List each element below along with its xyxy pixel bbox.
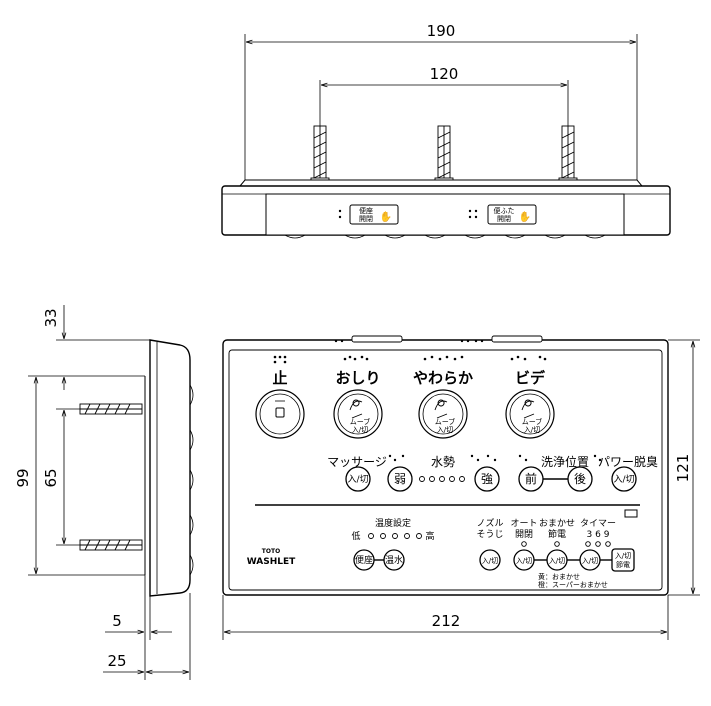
omakase-label-1: おまかせ bbox=[539, 518, 575, 529]
yawaraka-icon bbox=[434, 399, 448, 419]
pressure-label: 水勢 bbox=[431, 454, 455, 469]
auto-label-1: オート bbox=[510, 518, 537, 529]
power-deodorize-label: パワー脱臭 bbox=[598, 454, 658, 469]
anchor-left bbox=[310, 125, 330, 187]
mounting-plate bbox=[238, 179, 644, 187]
yawaraka-button[interactable]: ムーブ 入/切 bbox=[418, 389, 468, 439]
power-button-text: 入/切 bbox=[613, 474, 634, 485]
anchor-side-lower bbox=[79, 539, 143, 551]
nozzle-clean-button[interactable]: 入/切 bbox=[479, 549, 501, 571]
omakase-label-2: 節電 bbox=[548, 528, 566, 540]
row2-braille bbox=[388, 454, 602, 462]
bidet-label: ビデ bbox=[515, 369, 546, 387]
water-temp-text: 温水 bbox=[385, 554, 403, 566]
energy-save-button[interactable]: 入/切 節電 bbox=[611, 548, 635, 572]
save-legend-orange: 橙：スーパーおまかせ bbox=[538, 580, 608, 589]
dim-190-label: 190 bbox=[427, 22, 456, 40]
auto-open-button[interactable]: 入/切 bbox=[513, 549, 535, 571]
auto-button-text: 入/切 bbox=[516, 557, 532, 565]
brand-toto: TOTO bbox=[262, 548, 280, 555]
pressure-level-indicators bbox=[419, 476, 465, 482]
back-button-text: 後 bbox=[574, 472, 586, 486]
anchor-side-upper bbox=[79, 403, 143, 415]
temp-setting-label: 温度設定 bbox=[375, 517, 411, 529]
back-position-button[interactable]: 後 bbox=[567, 466, 593, 492]
function-indicators bbox=[521, 541, 611, 547]
dim-25-label: 25 bbox=[107, 652, 126, 670]
massage-label: マッサージ bbox=[327, 455, 387, 469]
seat-open-label-top: 便座 bbox=[359, 206, 373, 215]
nozzle-button-text: 入/切 bbox=[482, 557, 498, 565]
omakase-button-text: 入/切 bbox=[549, 557, 565, 565]
oshiri-button[interactable]: ムーブ 入/切 bbox=[333, 389, 383, 439]
seat-temp-button[interactable]: 便座 bbox=[353, 549, 375, 571]
temp-level-indicators bbox=[368, 533, 422, 539]
timer-button-text: 入/切 bbox=[582, 557, 598, 565]
lid-open-label-top-2: 開閉 bbox=[497, 215, 511, 223]
energy-save-text-1: 入/切 bbox=[615, 552, 631, 560]
seat-open-icon: ✋ bbox=[380, 210, 392, 223]
top-view: 190 120 便座 bbox=[221, 22, 671, 239]
bidet-move-text: ムーブ bbox=[522, 417, 543, 426]
lid-open-icon: ✋ bbox=[519, 210, 531, 223]
front-panel-view: 止 おしり やわらか ビデ ムーブ 入/切 ムーブ 入/切 bbox=[222, 335, 700, 640]
bidet-button[interactable]: ムーブ 入/切 bbox=[505, 389, 555, 439]
braille-dots bbox=[273, 355, 547, 364]
position-label: 洗浄位置 bbox=[541, 454, 589, 469]
brand-washlet: WASHLET bbox=[247, 557, 296, 567]
nozzle-label-1: ノズル bbox=[476, 517, 503, 529]
dim-33-label: 33 bbox=[42, 308, 60, 327]
water-temp-button[interactable]: 温水 bbox=[383, 549, 405, 571]
stop-button[interactable] bbox=[255, 389, 305, 439]
oshiri-label: おしり bbox=[335, 369, 380, 387]
save-legend-yellow: 黄：おまかせ bbox=[538, 572, 580, 581]
timer-button[interactable]: 入/切 bbox=[579, 549, 601, 571]
dim-99-label: 99 bbox=[14, 468, 32, 487]
yawaraka-label: やわらか bbox=[413, 369, 473, 387]
bidet-onoff-text: 入/切 bbox=[524, 426, 540, 434]
dim-120-label: 120 bbox=[430, 65, 459, 83]
massage-button[interactable]: 入/切 bbox=[345, 466, 371, 492]
anchor-right bbox=[558, 125, 578, 187]
omakase-save-button[interactable]: 入/切 bbox=[546, 549, 568, 571]
dim-212-label: 212 bbox=[432, 612, 461, 630]
massage-button-text: 入/切 bbox=[347, 474, 368, 485]
energy-save-text-2: 節電 bbox=[616, 560, 630, 569]
seat-open-label-top-2: 開閉 bbox=[359, 215, 373, 223]
oshiri-move-text: ムーブ bbox=[350, 417, 371, 426]
oshiri-onoff-text: 入/切 bbox=[352, 426, 368, 434]
stop-icon bbox=[275, 407, 285, 418]
auto-label-2: 開閉 bbox=[515, 529, 533, 540]
stop-label: 止 bbox=[272, 369, 287, 387]
dim-121-label: 121 bbox=[674, 454, 692, 483]
seat-open-button-top[interactable] bbox=[349, 204, 399, 225]
power-deodorize-button[interactable]: 入/切 bbox=[611, 466, 637, 492]
timer-values: 3 6 9 bbox=[587, 530, 610, 540]
anchor-center bbox=[434, 125, 454, 187]
dim-5-label: 5 bbox=[112, 612, 122, 630]
front-button-text: 前 bbox=[525, 471, 537, 486]
seat-temp-text: 便座 bbox=[355, 554, 373, 566]
strong-button[interactable]: 強 bbox=[474, 466, 500, 492]
lid-open-button-top[interactable] bbox=[487, 204, 537, 225]
weak-button[interactable]: 弱 bbox=[387, 466, 413, 492]
side-view: 33 65 99 5 25 bbox=[14, 305, 194, 680]
nozzle-label-2: そうじ bbox=[476, 529, 503, 540]
timer-label: タイマー bbox=[580, 518, 616, 529]
oshiri-icon bbox=[349, 399, 363, 419]
weak-button-text: 弱 bbox=[394, 472, 406, 486]
bidet-icon bbox=[521, 399, 535, 419]
temp-low-label: 低 bbox=[351, 530, 360, 542]
temp-high-label: 高 bbox=[425, 530, 434, 542]
front-position-button[interactable]: 前 bbox=[518, 466, 544, 492]
lid-open-label-top: 便ふた bbox=[494, 206, 515, 215]
yawaraka-move-text: ムーブ bbox=[435, 417, 456, 426]
yawaraka-onoff-text: 入/切 bbox=[437, 426, 453, 434]
strong-button-text: 強 bbox=[481, 472, 493, 486]
remote-body-side bbox=[149, 339, 191, 597]
dim-65-label: 65 bbox=[42, 468, 60, 487]
